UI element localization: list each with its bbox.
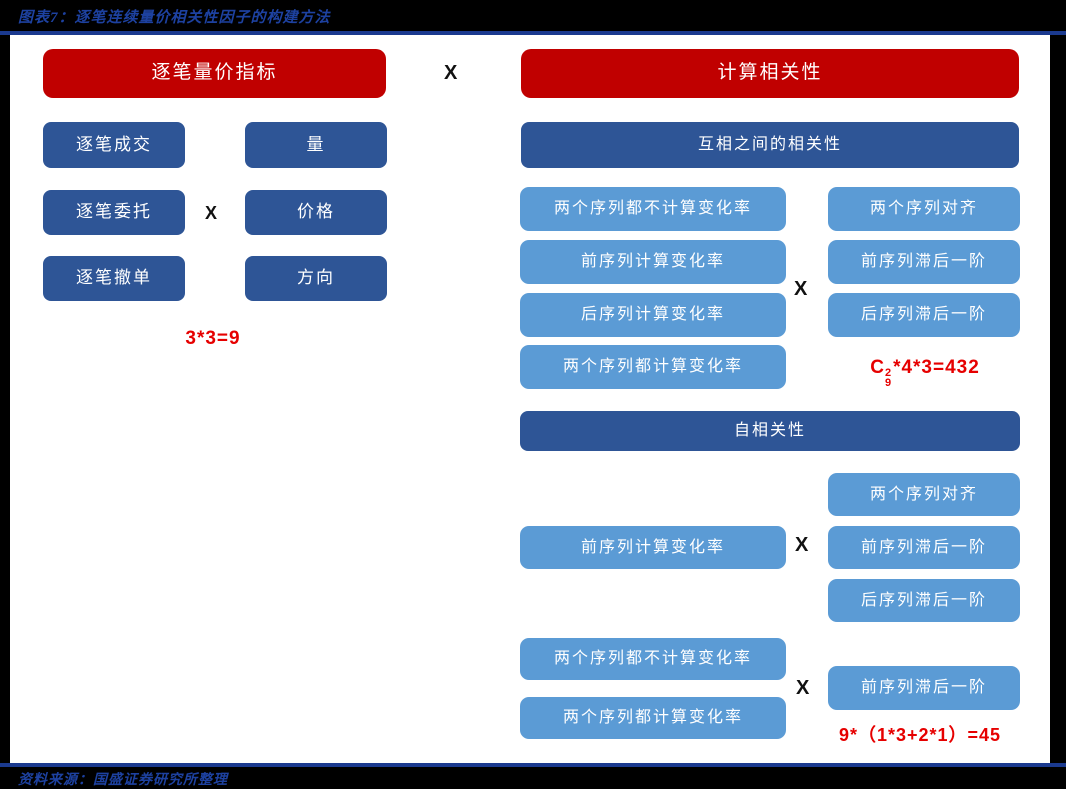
auto-front-change-rate-option: 前序列计算变化率	[520, 526, 786, 569]
final-both-change-rate-option: 两个序列都计算变化率	[520, 697, 786, 739]
cross-back-lag-option: 后序列滞后一阶	[828, 293, 1020, 337]
cross-option-no-change-rate: 两个序列都不计算变化率	[520, 187, 786, 231]
final-front-lag-option: 前序列滞后一阶	[828, 666, 1020, 710]
cross-correlation-header: 互相之间的相关性	[521, 122, 1019, 168]
combination-superscript: 2	[884, 367, 893, 379]
combination-subscript: 9	[884, 377, 893, 389]
right-group-header: 计算相关性	[521, 49, 1019, 98]
box-direction: 方向	[245, 256, 387, 301]
final-no-change-rate-option: 两个序列都不计算变化率	[520, 638, 786, 680]
top-multiply-sign: X	[444, 62, 458, 84]
box-tick-order: 逐笔委托	[43, 190, 185, 235]
figure-title: 图表7：逐笔连续量价相关性因子的构建方法	[18, 10, 331, 26]
combination-rest: *4*3=432	[893, 357, 980, 378]
box-price: 价格	[245, 190, 387, 235]
left-count-formula: 3*3=9	[185, 328, 241, 349]
box-tick-trade: 逐笔成交	[43, 122, 185, 168]
auto-front-lag-option: 前序列滞后一阶	[828, 526, 1020, 569]
auto-correlation-header: 自相关性	[520, 411, 1020, 451]
left-inner-multiply-sign: X	[205, 203, 218, 223]
cross-align-option: 两个序列对齐	[828, 187, 1020, 231]
cross-option-both-change-rate: 两个序列都计算变化率	[520, 345, 786, 389]
final-count-formula: 9*（1*3+2*1）=45	[838, 725, 1002, 745]
cross-multiply-sign: X	[794, 278, 808, 300]
bottom-divider-line	[0, 763, 1066, 767]
top-divider-line	[0, 31, 1066, 35]
source-note: 资料来源：国盛证券研究所整理	[18, 773, 228, 788]
cross-front-lag-option: 前序列滞后一阶	[828, 240, 1020, 284]
final-multiply-sign: X	[796, 677, 810, 699]
combination-base: C	[870, 357, 885, 378]
cross-option-back-change-rate: 后序列计算变化率	[520, 293, 786, 337]
auto-align-option: 两个序列对齐	[828, 473, 1020, 516]
box-tick-cancel: 逐笔撤单	[43, 256, 185, 301]
left-group-header: 逐笔量价指标	[43, 49, 386, 98]
box-volume: 量	[245, 122, 387, 168]
auto-back-lag-option: 后序列滞后一阶	[828, 579, 1020, 622]
auto-multiply-sign: X	[795, 534, 809, 556]
cross-option-front-change-rate: 前序列计算变化率	[520, 240, 786, 284]
